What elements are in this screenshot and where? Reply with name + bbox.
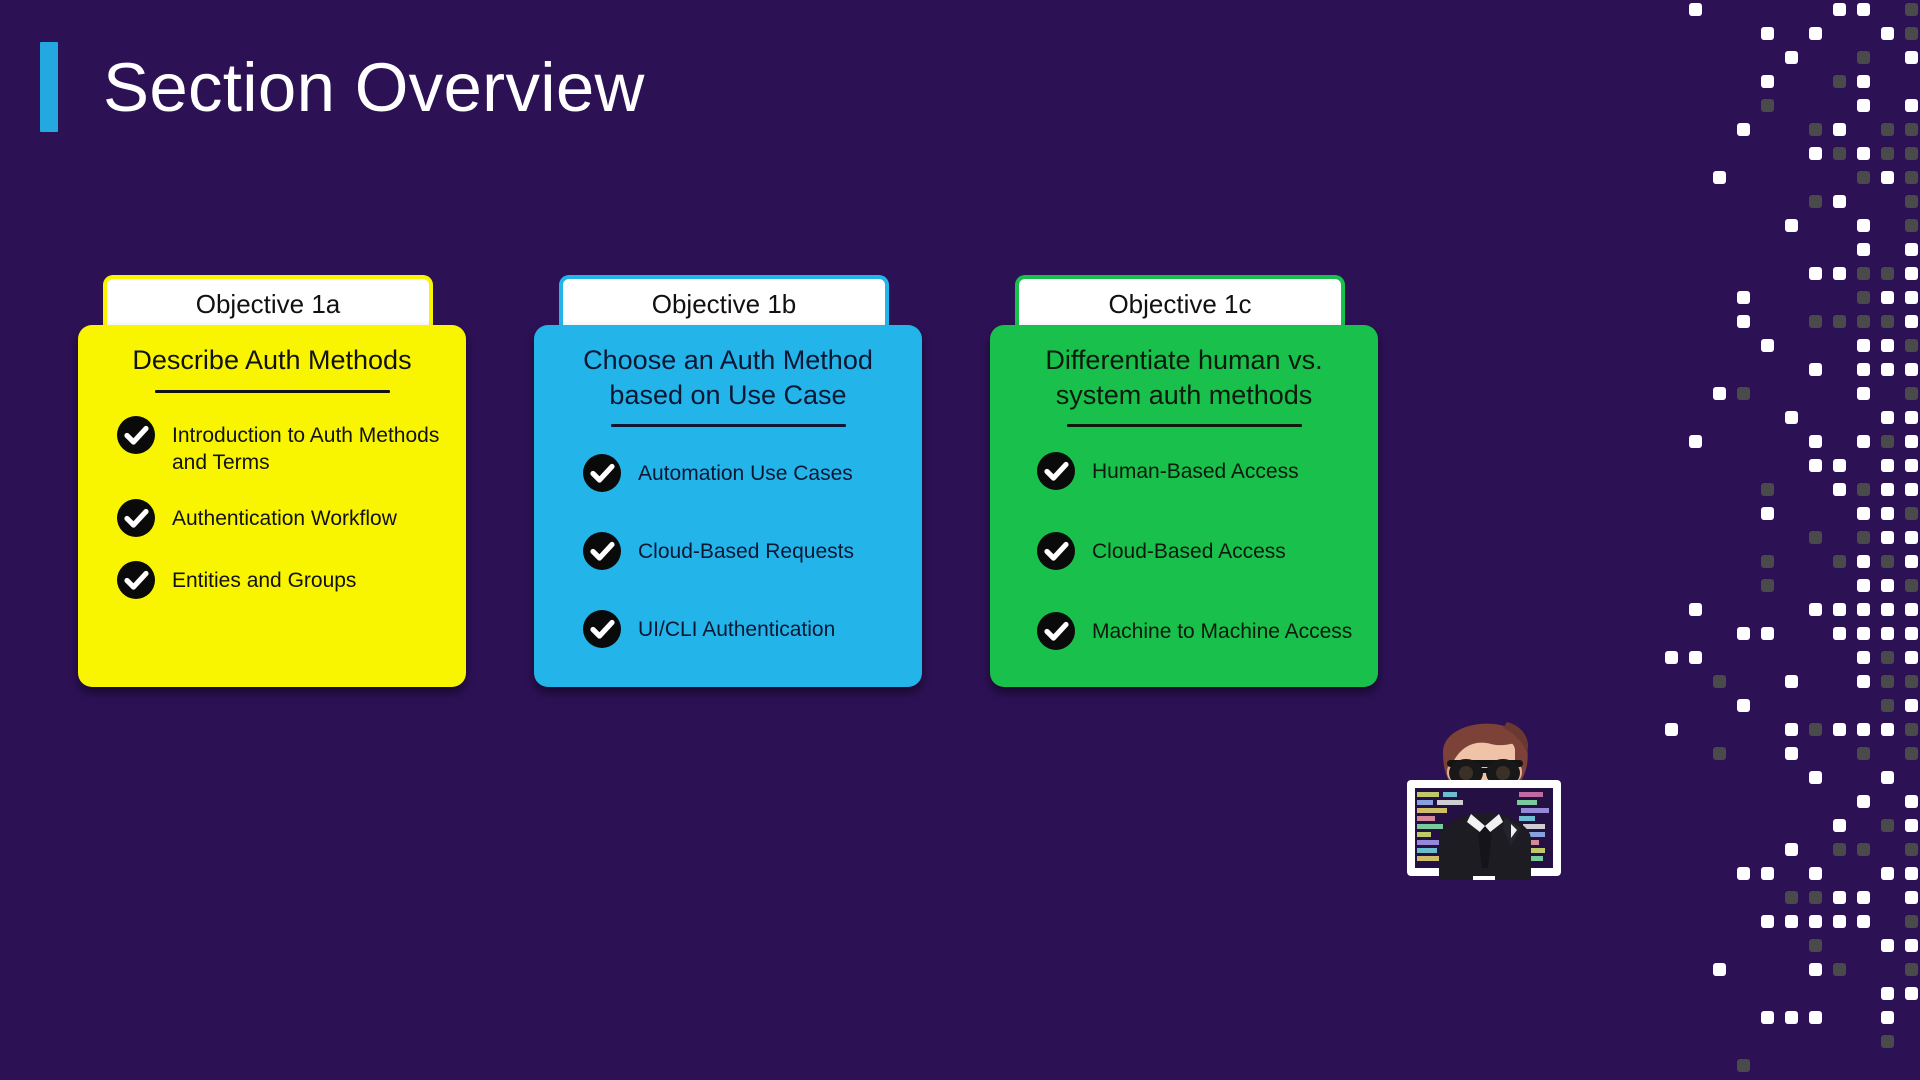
objective-tab-label: Objective 1c <box>1108 289 1252 319</box>
check-circle-icon <box>116 498 156 538</box>
check-circle-icon <box>116 560 156 600</box>
objective-card-1a[interactable]: Objective 1a Describe Auth Methods Intro… <box>78 275 466 690</box>
objective-card-tab: Objective 1c <box>1015 275 1345 330</box>
title-accent-bar <box>40 42 58 132</box>
list-item-label: Cloud-Based Access <box>1092 540 1286 564</box>
objective-card-1c[interactable]: Objective 1c Differentiate human vs. sys… <box>990 275 1378 690</box>
objective-card-body: Describe Auth Methods Introduction to Au… <box>78 325 466 687</box>
list-item: Cloud-Based Requests <box>582 531 902 571</box>
pixel-squares-decoration <box>1590 0 1920 1080</box>
objective-bullet-list: Human-Based Access Cloud-Based Access Ma… <box>1004 451 1364 651</box>
list-item: Authentication Workflow <box>116 498 446 538</box>
list-item: Introduction to Auth Methods and Terms <box>116 415 446 477</box>
objective-headline: Choose an Auth Method based on Use Case <box>583 345 873 410</box>
list-item-label: Cloud-Based Requests <box>638 540 854 564</box>
list-item: Automation Use Cases <box>582 453 902 493</box>
objective-bullet-list: Introduction to Auth Methods and Terms A… <box>92 415 452 601</box>
headline-divider <box>610 424 846 428</box>
list-item: Machine to Machine Access <box>1036 611 1358 651</box>
objective-card-tab: Objective 1a <box>103 275 433 330</box>
objective-card-tab: Objective 1b <box>559 275 889 330</box>
check-circle-icon <box>1036 451 1076 491</box>
check-circle-icon <box>582 453 622 493</box>
check-circle-icon <box>582 609 622 649</box>
list-item-label: Automation Use Cases <box>638 462 853 486</box>
objective-card-body: Choose an Auth Method based on Use Case … <box>534 325 922 687</box>
list-item-label: Authentication Workflow <box>172 507 397 531</box>
objective-card-1b[interactable]: Objective 1b Choose an Auth Method based… <box>534 275 922 690</box>
objective-tab-label: Objective 1a <box>195 289 341 319</box>
list-item-label: Machine to Machine Access <box>1092 620 1353 644</box>
objective-headline: Differentiate human vs. system auth meth… <box>1045 345 1323 410</box>
check-circle-icon <box>1036 611 1076 651</box>
check-circle-icon <box>1036 531 1076 571</box>
list-item-label: UI/CLI Authentication <box>638 618 836 642</box>
check-circle-icon <box>116 415 156 455</box>
list-item: Cloud-Based Access <box>1036 531 1358 571</box>
objective-tab-label: Objective 1b <box>651 289 797 319</box>
title-row: Section Overview <box>40 42 645 132</box>
bearded-man-with-sunglasses-monitor-avatar <box>1399 700 1569 880</box>
list-item: Human-Based Access <box>1036 451 1358 491</box>
list-item: Entities and Groups <box>116 560 446 600</box>
list-item-label: Human-Based Access <box>1092 460 1299 484</box>
list-item: UI/CLI Authentication <box>582 609 902 649</box>
objective-card-body: Differentiate human vs. system auth meth… <box>990 325 1378 687</box>
objective-headline: Describe Auth Methods <box>132 345 412 375</box>
check-circle-icon <box>582 531 622 571</box>
page-title: Section Overview <box>103 48 645 126</box>
list-item-label: Entities and Groups <box>172 569 357 593</box>
list-item-label: Introduction to Auth Methods and Terms <box>172 423 440 474</box>
objective-bullet-list: Automation Use Cases Cloud-Based Request… <box>548 453 908 649</box>
headline-divider <box>1066 424 1302 428</box>
headline-divider <box>154 389 390 393</box>
